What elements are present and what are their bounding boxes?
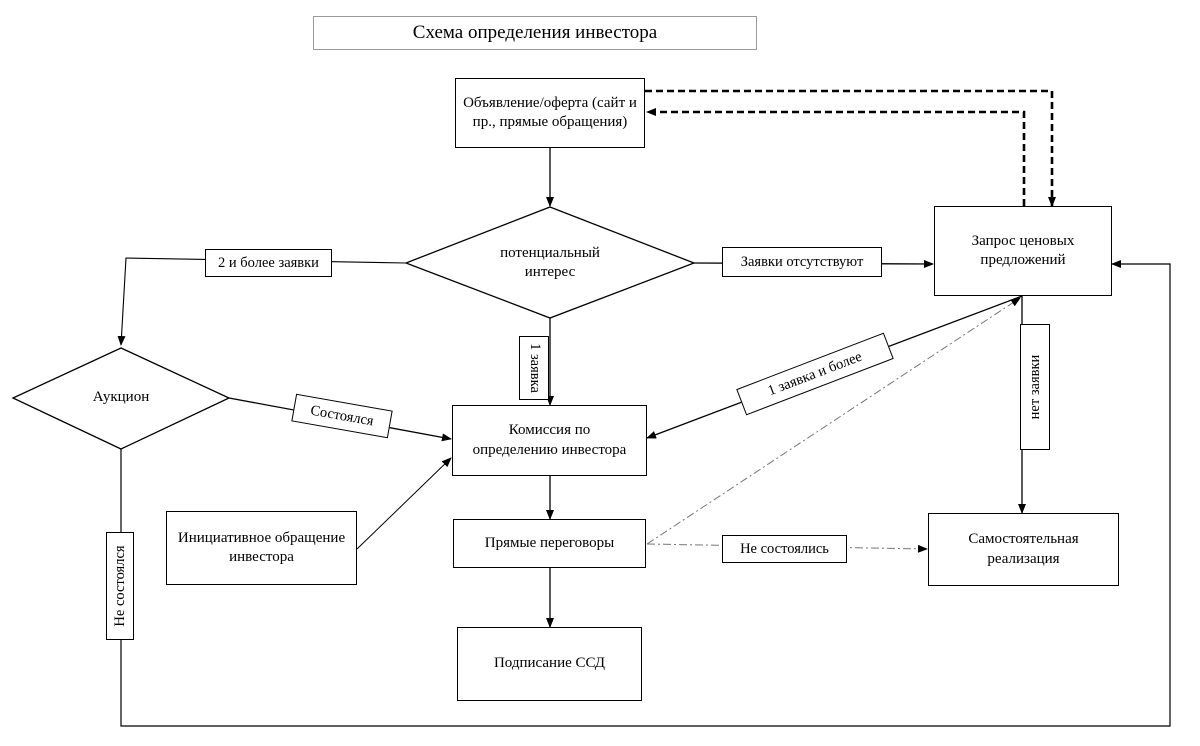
node-announcement: Объявление/оферта (сайт и пр., прямые об… — [455, 78, 645, 148]
diamond-auction — [11, 347, 231, 450]
diamond-potential-interest — [404, 206, 696, 319]
label-no-bids: Заявки отсутствуют — [722, 247, 882, 277]
label-two-or-more-bids: 2 и более заявки — [205, 249, 332, 277]
node-price-request: Запрос ценовых предложений — [934, 206, 1112, 296]
node-initiative: Инициативное обращение инвестора — [166, 511, 357, 585]
node-commission: Комиссия по определению инвестора — [452, 405, 647, 476]
node-self-sale: Самостоятельная реализация — [928, 513, 1119, 586]
label-no-bids-vertical: нет заявки — [1020, 324, 1050, 450]
node-negotiations: Прямые переговоры — [453, 519, 646, 568]
node-signing: Подписание ССД — [457, 627, 642, 701]
edge-initiative-to-commission — [356, 457, 452, 550]
edge-negotiations-to-request — [646, 297, 1021, 545]
edge-auction-loop-to-request — [120, 260, 1171, 727]
node-potential-interest-label: потенциальный интерес — [500, 244, 600, 281]
edge-dashed-announcement-to-request — [645, 89, 1056, 207]
diagram-title: Схема определения инвестора — [313, 16, 757, 50]
label-not-held: Не состоялся — [106, 532, 134, 640]
edge-dashed-request-to-announcement — [646, 108, 1026, 206]
label-not-held-plural: Не состоялись — [722, 535, 847, 563]
node-auction-label: Аукцион — [92, 389, 150, 406]
label-one-bid: 1 заявка — [519, 336, 549, 400]
